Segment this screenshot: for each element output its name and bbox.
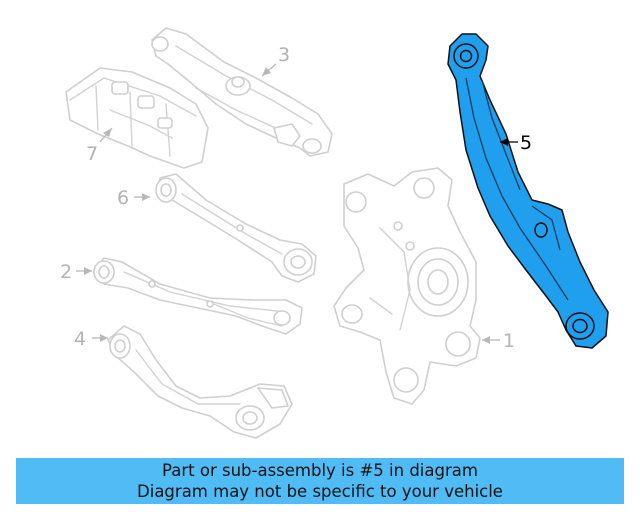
- callout-3-label: 3: [278, 44, 290, 66]
- callout-7: 7: [86, 127, 113, 165]
- callout-4-label: 4: [74, 328, 86, 350]
- parts-diagram: 1 2 3 4 5 6 7: [60, 27, 609, 439]
- callout-2: 2: [60, 261, 92, 283]
- callout-7-label: 7: [86, 143, 98, 165]
- part-3-arm[interactable]: [151, 27, 333, 157]
- part-7-bracket[interactable]: [65, 67, 209, 169]
- callout-6: 6: [117, 187, 150, 209]
- callout-4: 4: [74, 328, 108, 350]
- part-1-knuckle[interactable]: [333, 167, 481, 405]
- callout-5: 5: [500, 132, 532, 154]
- info-banner: Part or sub-assembly is #5 in diagram Di…: [16, 458, 624, 504]
- part-2-arm[interactable]: [93, 257, 303, 335]
- banner-line-1: Part or sub-assembly is #5 in diagram: [162, 461, 478, 480]
- callout-2-label: 2: [60, 261, 72, 283]
- banner-line-2: Diagram may not be specific to your vehi…: [137, 482, 503, 501]
- callout-3: 3: [261, 44, 290, 77]
- part-4-arm[interactable]: [107, 325, 293, 439]
- callout-1: 1: [482, 330, 515, 352]
- callout-1-label: 1: [503, 330, 515, 352]
- part-6-link[interactable]: [155, 173, 317, 283]
- callout-5-label: 5: [520, 132, 532, 154]
- callout-6-label: 6: [117, 187, 129, 209]
- part-5-arm[interactable]: [447, 33, 609, 349]
